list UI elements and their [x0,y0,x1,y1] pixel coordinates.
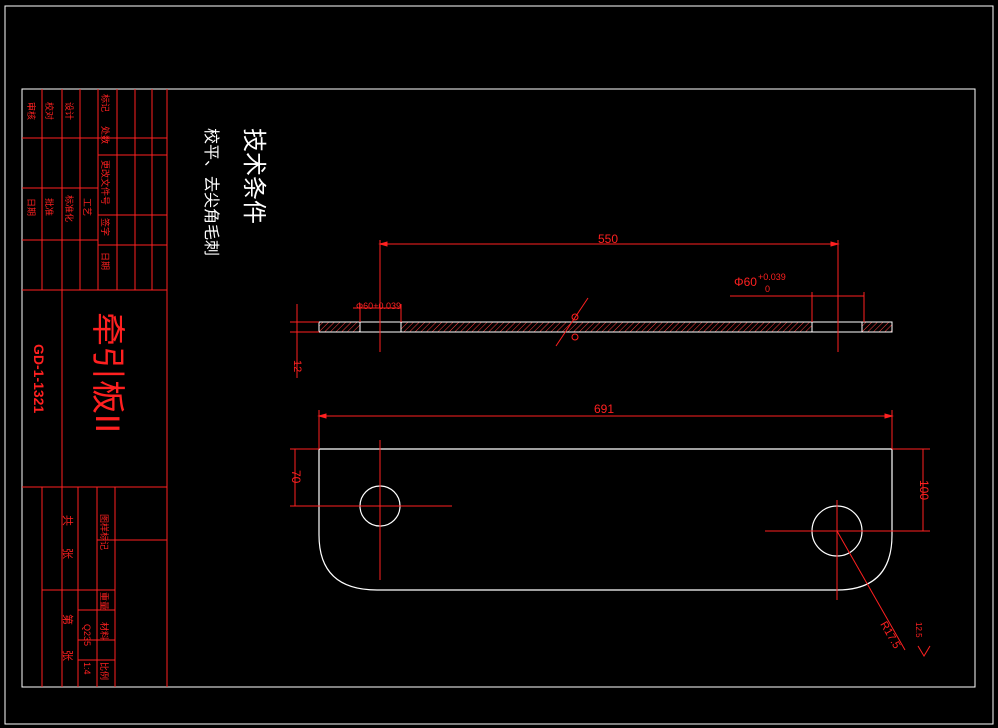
surface-finish-icon: 12.5 [914,622,931,657]
tb-label-chushu: 处数 [100,126,111,144]
svg-text:12.5: 12.5 [914,622,923,638]
outer-sheet-border [4,5,994,725]
tb-label-jiaodui: 校对 [44,102,55,120]
tb-label-shenhe: 审核 [26,102,37,120]
tb-label-biaozhunhua: 标准化 [64,195,75,222]
tb-scale-value: 1:4 [82,662,92,675]
dimension-lines-top [290,240,865,378]
tb-label-riqi: 日期 [100,252,110,270]
tb-sheet-total: 共 [61,515,74,526]
dimension-lines-front [290,410,930,651]
right-hole-section [811,321,863,333]
dim-left-height: 70 [289,470,303,484]
title-block-labels: 审核 校对 设计 标记 处数 更改文件号 签字 日期 标准化 工艺 批准 日期 … [26,94,111,680]
tb-label-qianzi: 签字 [100,218,111,236]
dim-right-height: 100 [917,480,931,500]
tb-label-pizhun: 批准 [44,198,55,216]
drawing-number: GD-1-1321 [31,344,47,413]
dim-hole-right-tol-lower: 0 [765,284,770,294]
tb-col-cailiao: 材料 [99,622,110,640]
tb-label-genggai: 更改文件号 [100,160,111,205]
dim-overall-length: 691 [594,402,614,416]
tb-label-biaoji: 标记 [100,94,111,112]
tb-label-gongyi: 工艺 [82,198,92,216]
tb-material-value: Q235 [82,624,92,646]
tb-sheet-no: 第 [61,614,75,625]
dim-radius: R17.5 [877,620,902,651]
tb-col-bili: 比例 [99,662,110,680]
tech-title: 技术条件 [240,128,267,224]
title-block [22,89,168,687]
dim-top-width: 550 [598,232,618,246]
dim-hole-top-left: Φ60+0.039 [356,301,401,311]
plate-section [318,321,893,333]
tb-label-sheji: 设计 [64,102,75,120]
section-view [318,297,893,347]
dim-hole-right-main: Φ60 [734,275,757,289]
tb-sheet-unit: 张 [61,548,74,559]
dim-hole-right-tol-upper: +0.039 [758,272,786,282]
tb-col-tuyangbiaoji: 图样标记 [99,514,110,550]
part-name: 牵引板II [88,312,126,433]
tb-col-zhongliang: 重量 [99,592,110,610]
plate-outline [318,448,893,591]
drawing-frame [21,88,976,688]
dim-thickness: 12 [291,360,303,372]
tb-sheet-unit2: 张 [61,650,74,661]
tech-note: 校平、去尖角毛刺 [202,128,220,256]
tb-label-riqi2: 日期 [26,198,36,216]
